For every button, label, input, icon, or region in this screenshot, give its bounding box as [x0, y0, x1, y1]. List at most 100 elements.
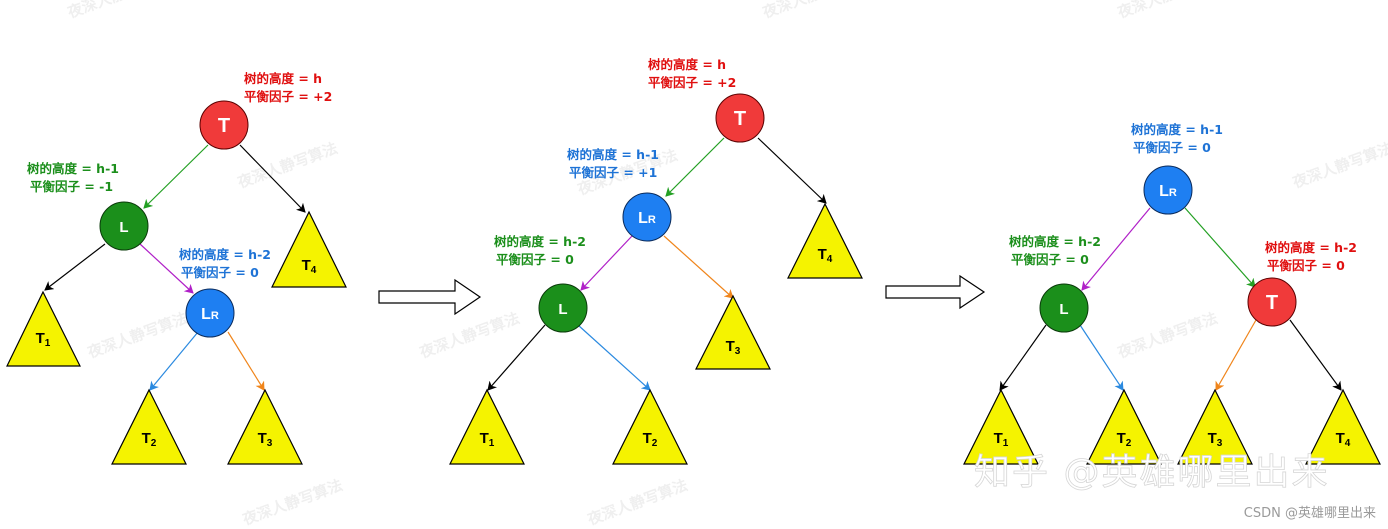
subtree-t3: T3 [227, 388, 303, 465]
node-lr: LR [1143, 165, 1193, 215]
svg-text:T2: T2 [643, 430, 658, 449]
svg-text:T3: T3 [1208, 430, 1223, 449]
edge-t-to-l [143, 144, 209, 209]
svg-text:T3: T3 [258, 430, 273, 449]
svg-text:T4: T4 [818, 246, 833, 265]
svg-text:LR: LR [1159, 183, 1177, 200]
l-balance-label: 平衡因子 = 0 [1011, 252, 1089, 267]
subtree-label: T [726, 338, 735, 355]
node-l-label: L [558, 301, 567, 318]
node-lr-label: L [201, 306, 211, 323]
subtree-label: T [36, 330, 45, 347]
svg-text:T4: T4 [302, 257, 317, 276]
transition-arrow-icon [885, 274, 986, 310]
subtree-t4: T4 [271, 210, 347, 288]
l-height-label: 树的高度 = h-2 [1009, 234, 1101, 249]
subtree-t1: T1 [6, 290, 81, 367]
node-t: T [199, 100, 249, 150]
edge-lr-to-t [1184, 207, 1256, 288]
edge-t-to-t4 [239, 144, 306, 213]
node-lr-subscript: R [648, 214, 656, 226]
node-lr: LR [622, 192, 672, 242]
t-balance-label: 平衡因子 = +2 [648, 75, 736, 90]
node-t: T [1247, 277, 1297, 327]
node-l-label: L [1059, 301, 1068, 318]
node-l: L [99, 201, 149, 251]
watermark-text: 夜深人静写算法 [584, 476, 690, 529]
subtree-label: T [994, 430, 1003, 447]
node-lr-label: L [638, 210, 648, 227]
lr-height-label: 树的高度 = h-1 [567, 147, 659, 162]
svg-text:T2: T2 [1117, 430, 1132, 449]
node-t: T [715, 93, 765, 143]
tree-before-rotation: T L LR T4 T1 T2 T3 树的高度 = h 平衡因子 = +2 [6, 71, 347, 465]
edge-l-to-t2 [1079, 324, 1124, 391]
svg-text:T3: T3 [726, 338, 741, 357]
svg-text:T4: T4 [1336, 430, 1351, 449]
lr-balance-label: 平衡因子 = 0 [1133, 140, 1211, 155]
subtree-label: T [818, 246, 827, 263]
tree-after-right-rotation: LR L T T1 T2 T3 T4 树的高度 = h-1 平衡因子 = 0 树… [963, 122, 1381, 465]
edge-t-to-t4 [1289, 319, 1342, 391]
edge-lr-to-t3 [227, 331, 265, 391]
subtree-label: T [302, 257, 311, 274]
subtree-subscript: 4 [311, 265, 317, 276]
edge-t-to-t4 [757, 137, 827, 204]
tree-after-left-rotation: T LR L T4 T3 T1 T2 树的高度 = h 平衡因子 = +2 树的… [449, 57, 863, 465]
transition-arrow-icon [378, 278, 482, 316]
svg-text:LR: LR [201, 306, 219, 323]
edge-lr-to-l [1081, 207, 1151, 291]
lr-balance-label: 平衡因子 = 0 [181, 265, 259, 280]
edge-lr-to-l [580, 235, 633, 291]
svg-text:T1: T1 [480, 430, 495, 449]
watermark-text: 夜深人静写算法 [1289, 139, 1388, 192]
subtree-subscript: 3 [1217, 438, 1223, 449]
subtree-subscript: 1 [45, 338, 51, 349]
svg-text:LR: LR [638, 210, 656, 227]
subtree-label: T [643, 430, 652, 447]
subtree-subscript: 1 [489, 438, 495, 449]
subtree-t3: T3 [695, 294, 771, 370]
subtree-t4: T4 [1305, 388, 1381, 465]
subtree-subscript: 1 [1003, 438, 1009, 449]
l-height-label: 树的高度 = h-1 [27, 161, 119, 176]
watermark-text: 夜深人静写算法 [239, 476, 345, 529]
lr-height-label: 树的高度 = h-1 [1131, 122, 1223, 137]
watermark-text: 夜深人静写算法 [416, 309, 522, 362]
edge-l-to-t2 [577, 324, 651, 391]
subtree-t1: T1 [449, 388, 525, 465]
node-l: L [538, 283, 588, 333]
node-l: L [1039, 283, 1089, 333]
subtree-t1: T1 [963, 388, 1039, 465]
node-t-label: T [734, 108, 746, 130]
t-height-label: 树的高度 = h-2 [1265, 240, 1357, 255]
edge-l-to-lr [139, 243, 194, 294]
watermark-text: 夜深人静写算法 [84, 309, 190, 362]
t-height-label: 树的高度 = h [648, 57, 726, 72]
subtree-label: T [1336, 430, 1345, 447]
lr-balance-label: 平衡因子 = +1 [569, 165, 657, 180]
node-t-label: T [218, 115, 230, 137]
zhihu-watermark: 知乎 @英雄哪里出来 [974, 452, 1329, 493]
svg-text:T1: T1 [994, 430, 1009, 449]
edge-t-to-lr [665, 137, 725, 197]
subtree-t3: T3 [1177, 388, 1253, 465]
node-lr-subscript: R [211, 310, 219, 322]
lr-height-label: 树的高度 = h-2 [179, 247, 271, 262]
node-l-label: L [119, 219, 128, 236]
subtree-label: T [480, 430, 489, 447]
subtree-t2: T2 [612, 388, 688, 465]
subtree-t2: T2 [111, 388, 187, 465]
edge-l-to-t1 [999, 324, 1047, 391]
watermark-text: 夜深人静写算法 [1114, 0, 1220, 22]
l-balance-label: 平衡因子 = 0 [496, 252, 574, 267]
csdn-watermark: CSDN @英雄哪里出来 [1244, 506, 1376, 521]
edge-lr-to-t2 [149, 331, 199, 391]
subtree-label: T [258, 430, 267, 447]
subtree-subscript: 3 [267, 438, 273, 449]
watermark-text: 夜深人静写算法 [1114, 309, 1220, 362]
l-height-label: 树的高度 = h-2 [494, 234, 586, 249]
t-height-label: 树的高度 = h [244, 71, 322, 86]
